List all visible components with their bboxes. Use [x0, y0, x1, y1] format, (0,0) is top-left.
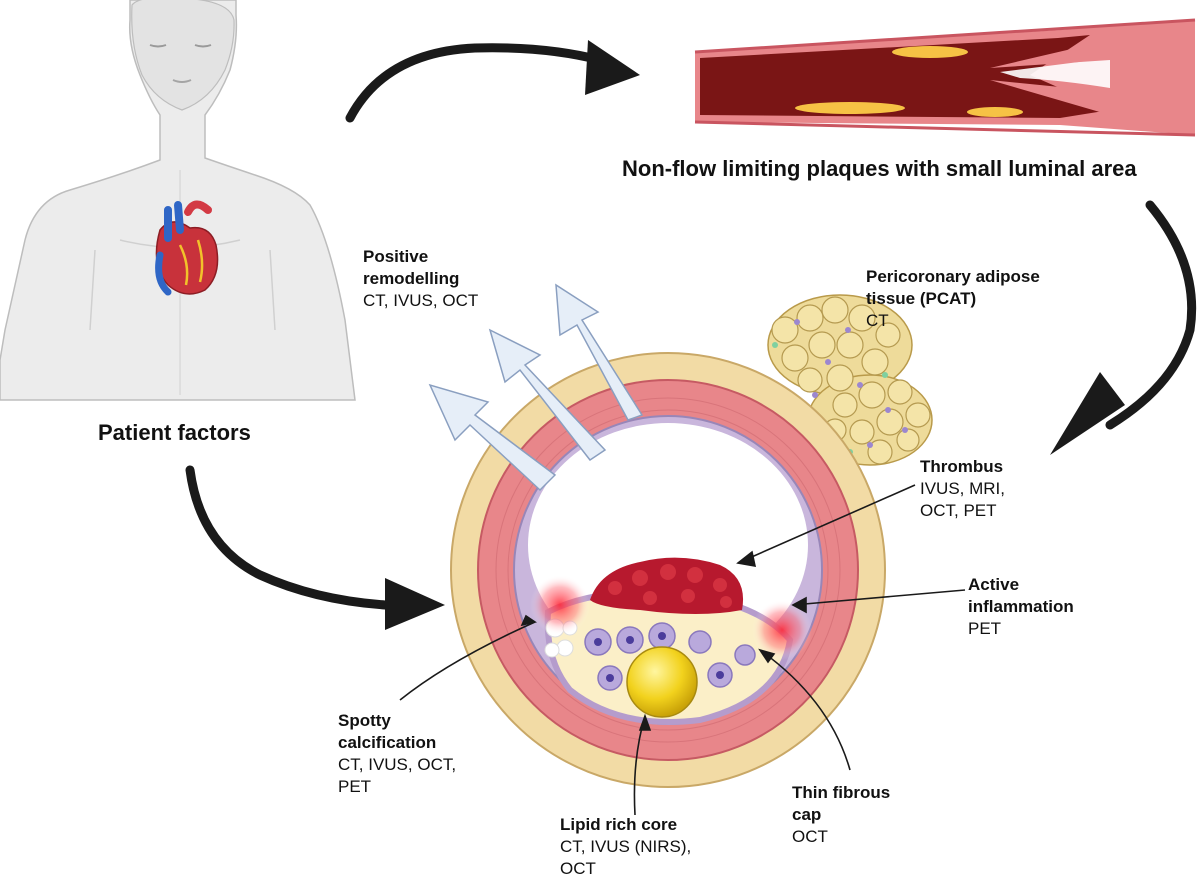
calcification-title: Spotty calcification — [338, 711, 437, 752]
cap-title: Thin fibrous cap — [792, 783, 891, 824]
pcat-modalities: CT — [866, 311, 889, 330]
artery-title: Non-flow limiting plaques with small lum… — [622, 156, 1137, 181]
pcat-title: Pericoronary adipose tissue (PCAT) — [866, 267, 1040, 308]
label-inflammation: Active inflammation PET — [968, 574, 1074, 640]
label-thrombus: Thrombus IVUS, MRI, OCT, PET — [920, 456, 1005, 522]
calcification-modalities: CT, IVUS, OCT, PET — [338, 755, 457, 796]
label-remodelling: Positive remodelling CT, IVUS, OCT — [363, 246, 478, 312]
lipid-modalities: CT, IVUS (NIRS), OCT — [560, 837, 692, 878]
label-pcat: Pericoronary adipose tissue (PCAT) CT — [866, 266, 1040, 332]
label-cap: Thin fibrous cap OCT — [792, 782, 890, 848]
thrombus-modalities: IVUS, MRI, OCT, PET — [920, 479, 1006, 520]
inflammation-modalities: PET — [968, 619, 1002, 638]
inflammation-title: Active inflammation — [968, 575, 1074, 616]
remodelling-title: Positive remodelling — [363, 247, 460, 288]
label-calcification: Spotty calcification CT, IVUS, OCT, PET — [338, 710, 456, 798]
label-lipid: Lipid rich core CT, IVUS (NIRS), OCT — [560, 814, 691, 880]
cap-modalities: OCT — [792, 827, 828, 846]
remodelling-modalities: CT, IVUS, OCT — [363, 291, 479, 310]
patient-factors-title: Patient factors — [98, 420, 251, 445]
heart-icon — [155, 200, 219, 296]
pointer-lines — [399, 484, 966, 816]
artery-illustration — [694, 18, 1196, 137]
thrombus-title: Thrombus — [920, 457, 1004, 476]
remodelling-arrows — [428, 283, 644, 492]
lipid-title: Lipid rich core — [560, 815, 678, 834]
flow-arrows — [185, 40, 1197, 630]
vessel-cross-section — [450, 352, 886, 788]
patient-figure — [0, 0, 356, 401]
